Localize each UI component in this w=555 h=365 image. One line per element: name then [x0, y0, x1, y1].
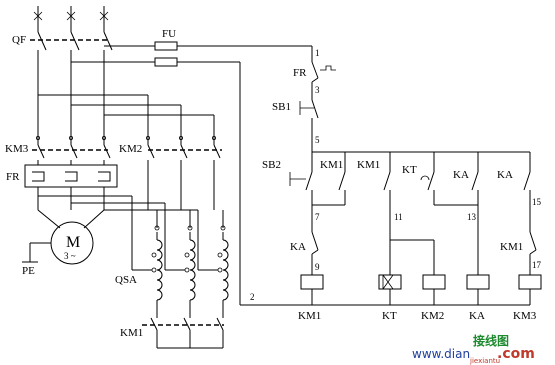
- node-9: 9: [315, 262, 320, 272]
- qsa-label: QSA: [115, 274, 137, 286]
- control-return-bus: [240, 289, 531, 306]
- coil-ka-label: KA: [469, 310, 485, 322]
- ka-hold-contact: KA: [453, 152, 479, 205]
- coil-km3-label: KM3: [513, 310, 537, 322]
- node-7: 7: [315, 212, 320, 222]
- km2-main-label: KM2: [119, 143, 142, 155]
- ka-c3-label: KA: [497, 169, 513, 181]
- watermark-com: .com: [497, 346, 535, 362]
- fu-label: FU: [162, 28, 176, 40]
- coil-kt-label: KT: [382, 310, 397, 322]
- coil-km1-label: KM1: [298, 310, 321, 322]
- km1-c2-label: KM1: [357, 159, 380, 171]
- km2-branch-feed: [38, 94, 215, 145]
- km3-main-label: KM3: [5, 143, 29, 155]
- kt-c-label: KT: [402, 164, 417, 176]
- ka-c2-label: KA: [453, 169, 469, 181]
- fr-thermal-relay: FR: [6, 164, 118, 210]
- km1-no-branch: KM1: [357, 152, 435, 275]
- sb2-start-branch: SB2 KM1: [262, 152, 346, 232]
- fuse-1: [154, 41, 178, 51]
- coil-km2-label: KM2: [421, 310, 444, 322]
- km3-main-contacts: KM3: [5, 135, 111, 165]
- node-15: 15: [532, 197, 542, 207]
- motor-to-qsa: [38, 195, 218, 271]
- node-5: 5: [315, 135, 320, 145]
- km1-bottom-label: KM1: [120, 327, 143, 339]
- qf-breaker: QF: [12, 31, 113, 145]
- fuse-2: [154, 57, 178, 67]
- sb2-label: SB2: [262, 159, 281, 171]
- sb1-stop-button: SB1: [272, 99, 319, 152]
- node-3: 3: [315, 85, 320, 95]
- ka-c1-label: KA: [290, 241, 306, 253]
- node-2: 2: [250, 292, 255, 302]
- motor: M 3 ~ PE: [22, 209, 105, 277]
- pe-label: PE: [22, 265, 35, 277]
- fr-ctrl-label: FR: [293, 67, 307, 79]
- watermark-url: www.dian: [412, 347, 470, 361]
- kt-timed-branch: KT: [402, 152, 479, 275]
- km1-star-contacts: KM1: [120, 317, 224, 349]
- qf-label: QF: [12, 34, 26, 46]
- coil-km3: KM3: [513, 274, 542, 322]
- km2-main-contacts: KM2: [119, 135, 222, 210]
- coil-km2: KM2: [421, 274, 446, 322]
- fr-nc-contact: FR: [293, 61, 336, 100]
- fr-main-label: FR: [6, 171, 20, 183]
- motor-phase-label: 3 ~: [64, 251, 76, 261]
- control-feed: FU: [71, 28, 312, 305]
- coil-km1: KM1: [298, 274, 324, 322]
- watermark-site-cn: 接线图: [473, 333, 509, 348]
- km1-c3-label: KM1: [500, 241, 523, 253]
- km1-hold-label: KM1: [320, 159, 343, 171]
- watermark-sub: jiexiantu: [469, 357, 500, 365]
- node-1: 1: [315, 48, 320, 58]
- qsa-autotransformer: QSA: [115, 210, 229, 318]
- ka-km3-branch: KA KM1: [497, 152, 537, 275]
- control-circuit: 1 2 3 5 7 9 11 13 15 17 FR SB1 S: [240, 46, 542, 322]
- phase-inputs: [33, 6, 109, 32]
- ka-nc-contact-1: KA: [290, 231, 319, 275]
- node-17: 17: [532, 260, 542, 270]
- watermark: 接线图 www.dian jiexiantu .com: [412, 333, 535, 365]
- motor-label: M: [66, 234, 80, 251]
- sb1-label: SB1: [272, 101, 291, 113]
- node-13: 13: [467, 212, 477, 222]
- power-circuit: QF FU: [5, 6, 312, 349]
- node-11: 11: [394, 212, 403, 222]
